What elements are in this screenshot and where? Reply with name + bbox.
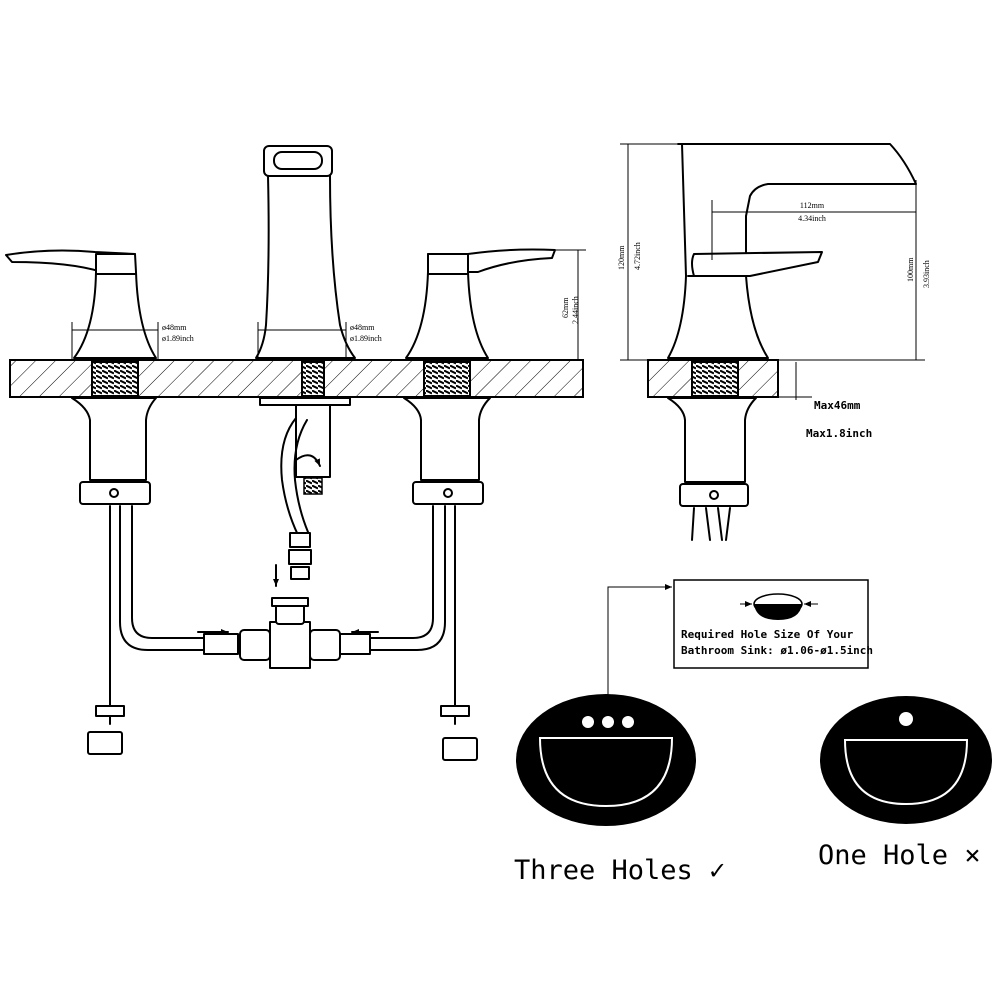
hole-size-note: Required Hole Size Of Your Bathroom Sink… xyxy=(607,579,873,702)
total-height-mm: 120mm xyxy=(617,245,626,270)
handle-height-mm: 62mm xyxy=(561,297,570,318)
three-holes-text: Three Holes xyxy=(514,855,693,886)
handle-height-in: 2.44inch xyxy=(571,296,580,324)
three-hole-sink xyxy=(516,694,696,826)
supply-hoses xyxy=(87,505,478,761)
one-hole-sink xyxy=(820,696,992,824)
reach-in: 4.34inch xyxy=(798,214,826,223)
reach-mm: 112mm xyxy=(800,201,825,210)
total-height-in: 4.72inch xyxy=(633,242,642,270)
spout-diameter-mm: ø48mm xyxy=(350,323,375,332)
front-view: ø48mm ø1.89inch ø48mm ø1.89inch 62mm 2.4… xyxy=(5,145,586,761)
max-deck-in: Max1.8inch xyxy=(806,427,872,440)
tee-connector xyxy=(197,597,379,669)
handle-diameter-in: ø1.89inch xyxy=(162,334,194,343)
side-view: 120mm 4.72inch 112mm 4.34inch 100mm 3.93… xyxy=(617,143,931,541)
left-valve-body xyxy=(71,361,157,505)
cross-mark-icon: × xyxy=(964,840,980,871)
one-hole-label: One Hole × xyxy=(818,840,981,871)
spout-height-mm: 100mm xyxy=(906,257,915,282)
center-spout xyxy=(255,145,356,587)
front-dimensions xyxy=(71,249,586,360)
hole-note-line1: Required Hole Size Of Your xyxy=(681,628,854,641)
handle-diameter-mm: ø48mm xyxy=(162,323,187,332)
right-valve-body xyxy=(403,361,491,505)
spout-height-in: 3.93inch xyxy=(922,260,931,288)
left-handle xyxy=(5,249,157,359)
side-dimensions xyxy=(620,143,925,400)
hole-note-line2: Bathroom Sink: ø1.06-ø1.5inch xyxy=(681,644,873,657)
right-handle xyxy=(405,248,556,359)
three-holes-label: Three Holes ✓ xyxy=(514,855,725,886)
check-mark-icon: ✓ xyxy=(709,855,725,886)
spout-diameter-in: ø1.89inch xyxy=(350,334,382,343)
max-deck-mm: Max46mm xyxy=(814,399,861,412)
one-hole-text: One Hole xyxy=(818,840,948,871)
